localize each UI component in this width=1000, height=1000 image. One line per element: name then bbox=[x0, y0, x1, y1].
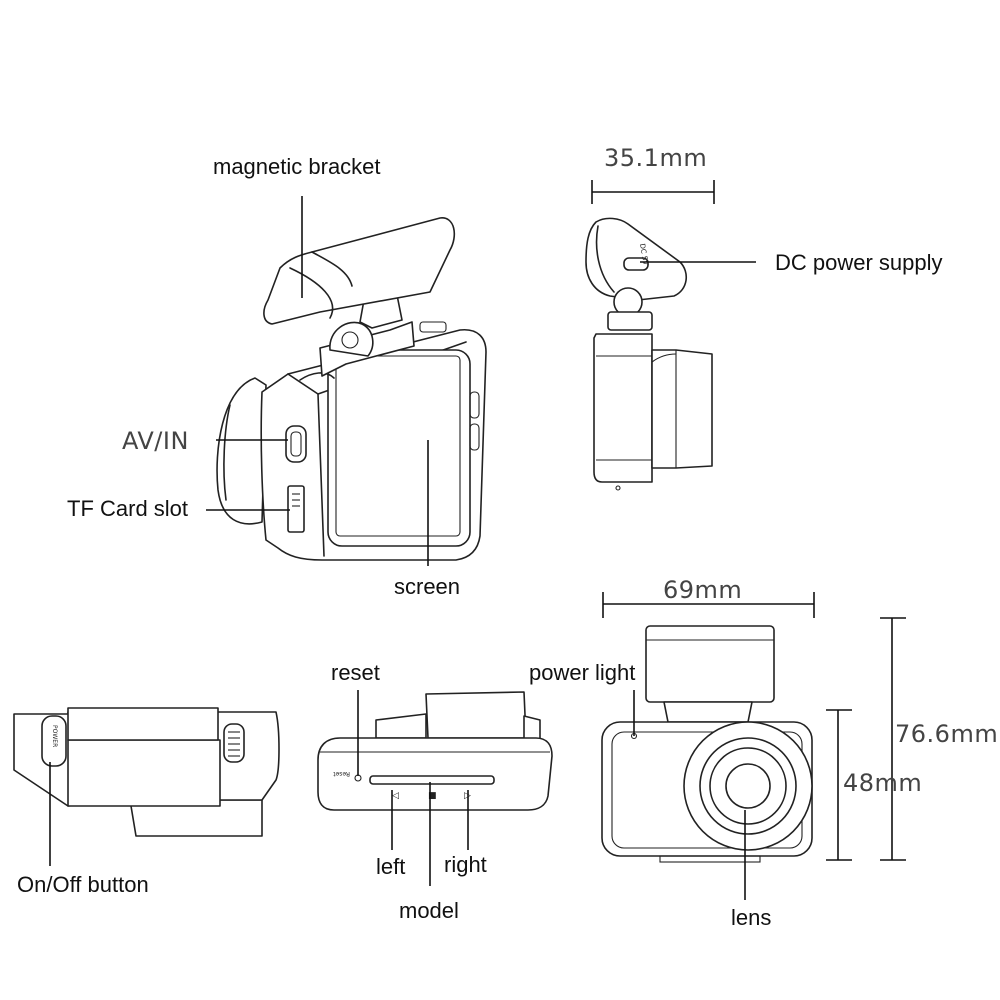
reset-label: reset bbox=[331, 660, 380, 685]
front-view bbox=[601, 592, 906, 863]
av-in-label: AV/IN bbox=[122, 427, 189, 455]
svg-text:◁: ◁ bbox=[392, 791, 399, 801]
side-view: DC 5V bbox=[585, 180, 715, 491]
perspective-view bbox=[216, 217, 487, 561]
total-height-dimension: 76.6mm bbox=[895, 720, 999, 748]
dc-power-supply-label: DC power supply bbox=[775, 250, 943, 275]
magnetic-bracket-label: magnetic bracket bbox=[213, 154, 381, 179]
depth-dimension: 35.1mm bbox=[604, 144, 708, 172]
leader-lines bbox=[49, 196, 756, 900]
svg-text:POWER: POWER bbox=[51, 725, 58, 747]
width-dimension: 69mm bbox=[663, 576, 743, 604]
svg-text:■: ■ bbox=[428, 791, 437, 801]
svg-text:DC 5V: DC 5V bbox=[638, 243, 650, 266]
top-view: POWER bbox=[13, 707, 280, 837]
lens-label: lens bbox=[731, 905, 772, 930]
body-height-dimension: 48mm bbox=[843, 769, 923, 797]
model-label: model bbox=[399, 898, 459, 923]
right-label: right bbox=[444, 852, 487, 877]
tf-card-slot-label: TF Card slot bbox=[67, 496, 189, 521]
on-off-button-label: On/Off button bbox=[17, 872, 149, 897]
power-light-label: power light bbox=[529, 660, 636, 685]
svg-text:Reset: Reset bbox=[333, 770, 350, 777]
screen-label: screen bbox=[394, 574, 461, 599]
left-label: left bbox=[376, 854, 406, 879]
bottom-view: ◁ ■ ▷ Reset bbox=[317, 691, 553, 811]
